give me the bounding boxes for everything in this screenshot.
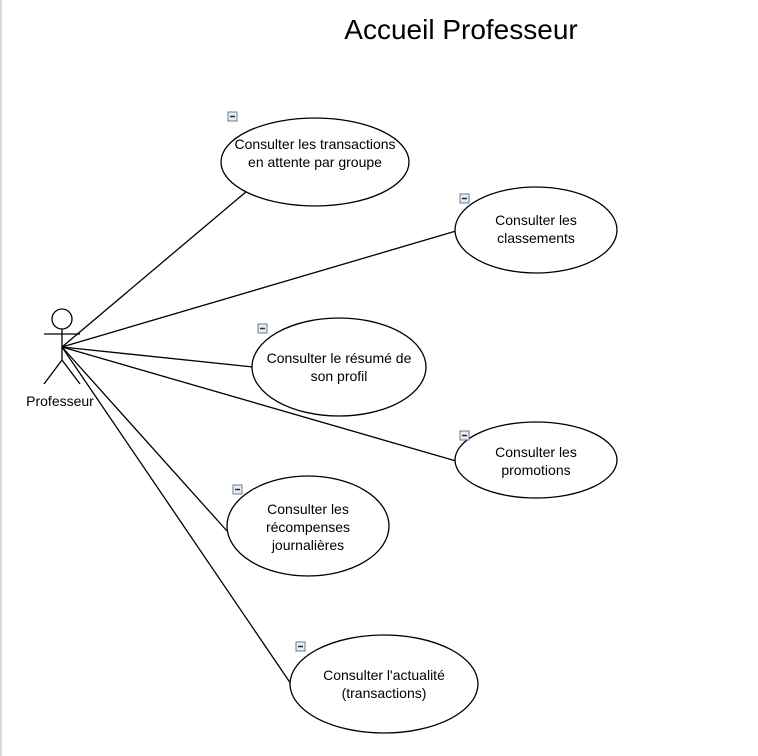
use-case-ellipse[interactable]: [226, 475, 390, 577]
use-case-label-line: son profil: [311, 368, 368, 384]
collapse-icon[interactable]: [227, 111, 238, 122]
use-case-uc1[interactable]: Consulter les transactions en attente par…: [220, 111, 410, 207]
use-case-label-line: en attente par groupe: [248, 154, 382, 170]
collapse-icon[interactable]: [295, 641, 306, 652]
actor-label: Professeur: [26, 393, 94, 409]
use-case-ellipse[interactable]: [454, 186, 618, 274]
use-case-uc6[interactable]: Consulter l'actualité (transactions): [289, 634, 479, 734]
actor-right-leg: [61, 359, 81, 385]
actor-left-leg: [43, 359, 63, 385]
use-case-uc2[interactable]: Consulter les classements: [454, 186, 618, 274]
association-line-uc4: [61, 346, 457, 462]
association-line-uc1: [61, 190, 248, 348]
diagram-title: Accueil Professeur: [344, 14, 577, 45]
use-case-label-line: récompenses: [266, 519, 350, 535]
collapse-icon[interactable]: [257, 323, 268, 334]
association-line-uc3: [61, 346, 254, 368]
use-case-ellipse[interactable]: [454, 421, 618, 499]
use-case-label-line: promotions: [501, 462, 570, 478]
use-case-label-line: (transactions): [342, 685, 427, 701]
use-case-label-line: Consulter les: [267, 501, 349, 517]
collapse-icon[interactable]: [232, 484, 243, 495]
left-border: [0, 0, 2, 756]
use-case-label-line: Consulter les: [495, 212, 577, 228]
use-case-label-line: Consulter l'actualité: [323, 667, 445, 683]
associations: [61, 190, 457, 685]
use-case-label-line: classements: [497, 230, 575, 246]
collapse-icon[interactable]: [459, 193, 470, 204]
use-case-label-line: journalières: [271, 537, 344, 553]
association-line-uc6: [61, 346, 292, 685]
use-case-uc4[interactable]: Consulter les promotions: [454, 421, 618, 499]
use-cases: Consulter les transactions en attente par…: [220, 111, 618, 734]
use-case-uc3[interactable]: Consulter le résumé de son profil: [251, 317, 427, 417]
actor-professeur[interactable]: Professeur: [26, 308, 94, 409]
use-case-ellipse[interactable]: [251, 317, 427, 417]
actor-head: [51, 308, 73, 330]
use-case-ellipse[interactable]: [289, 634, 479, 734]
use-case-label-line: Consulter le résumé de: [267, 350, 412, 366]
use-case-label-line: Consulter les: [495, 444, 577, 460]
use-case-ellipse[interactable]: [220, 117, 410, 207]
use-case-uc5[interactable]: Consulter les récompenses journalières: [226, 475, 390, 577]
use-case-label-line: Consulter les transactions: [234, 136, 395, 152]
collapse-icon[interactable]: [459, 430, 470, 441]
association-line-uc5: [61, 346, 228, 532]
association-line-uc2: [61, 230, 457, 348]
